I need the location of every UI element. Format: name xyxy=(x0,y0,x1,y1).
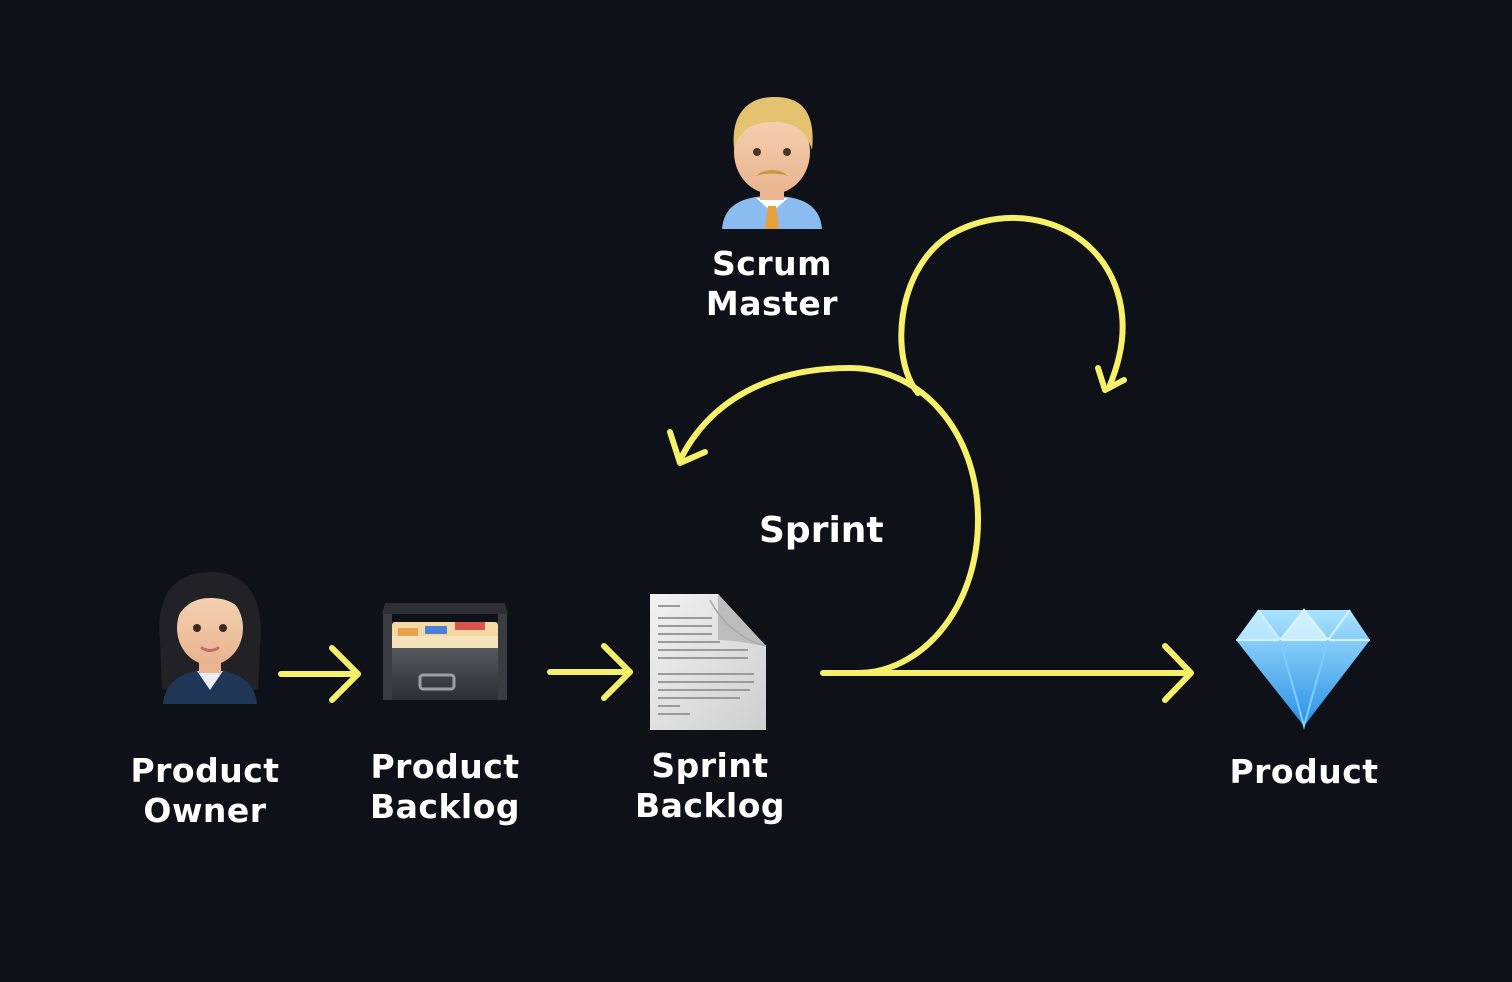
product-owner-label-line2: Owner xyxy=(143,791,267,830)
man-office-worker-icon xyxy=(722,96,822,229)
arrow-owner-to-product-backlog xyxy=(278,645,361,703)
sprint-backlog-label: Sprint Backlog xyxy=(620,746,800,826)
product-label: Product xyxy=(1214,752,1394,792)
product-owner-label: Product Owner xyxy=(115,751,295,831)
product-backlog-label-line2: Backlog xyxy=(369,787,521,826)
sprint-backlog-label-line2: Backlog xyxy=(634,786,786,825)
sprint-backlog-label-line1: Sprint xyxy=(651,746,769,785)
arrow-product-backlog-to-sprint-backlog xyxy=(547,643,633,701)
product-label-line1: Product xyxy=(1229,752,1379,791)
product-backlog-label-line1: Product xyxy=(370,747,520,786)
card-file-box-icon xyxy=(382,603,508,700)
scrum-master-label-line2: Master xyxy=(705,284,839,323)
scrum-master-label-line1: Scrum xyxy=(712,244,832,283)
gem-stone-icon xyxy=(1236,608,1370,730)
sprint-loop-arrow xyxy=(667,214,1194,703)
document-page-icon xyxy=(650,594,767,730)
sprint-label: Sprint xyxy=(759,510,884,551)
woman-office-worker-icon xyxy=(159,572,261,704)
scrum-master-label: Scrum Master xyxy=(692,244,852,324)
product-owner-label-line1: Product xyxy=(130,751,280,790)
product-backlog-label: Product Backlog xyxy=(355,747,535,827)
